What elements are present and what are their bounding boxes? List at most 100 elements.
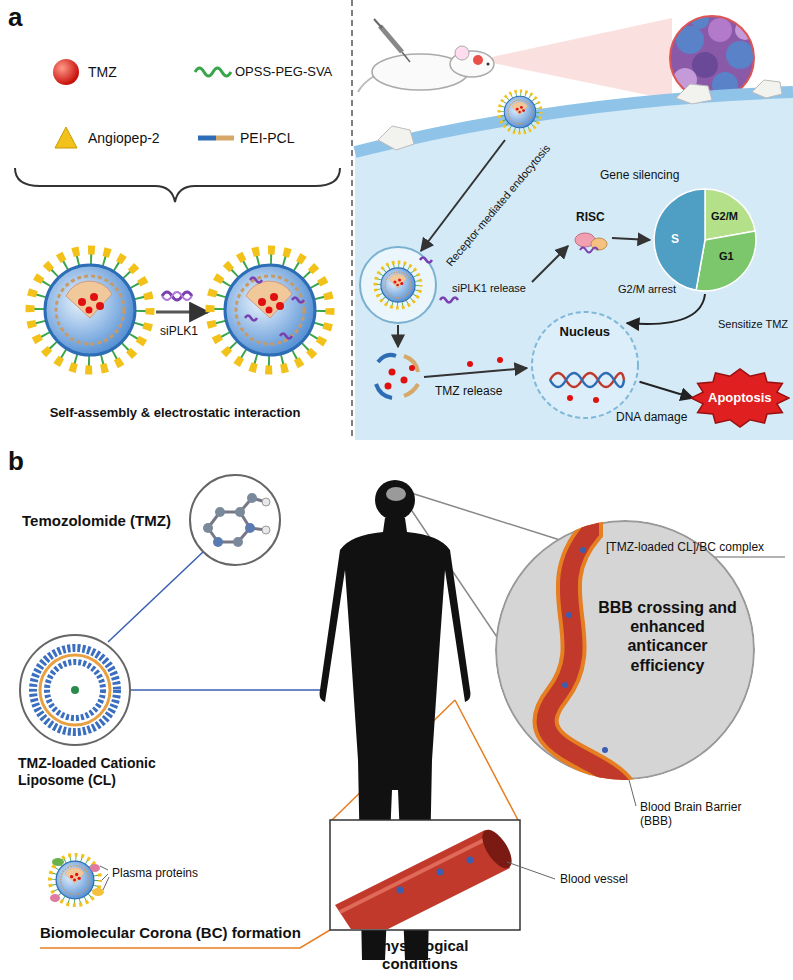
sirna-release: [532, 246, 568, 282]
panel-letter: b: [8, 446, 24, 477]
connector-lines: [455, 700, 518, 820]
panel-divider: [351, 0, 353, 440]
assembly-arrow: [162, 292, 192, 300]
connector-lines: [108, 552, 203, 642]
cell: [355, 80, 793, 440]
callout-label: Blood vessel: [560, 872, 628, 886]
cell: [355, 92, 793, 440]
disassembled-nanoparticle: [376, 355, 527, 398]
tumor: [670, 16, 754, 100]
cell: [378, 126, 414, 150]
blood-vessel-inset: [477, 825, 518, 873]
molecule-circle: [245, 523, 255, 533]
assembly-arrow: [156, 292, 208, 312]
sirna-release: [420, 258, 432, 263]
legend-samples: [55, 127, 77, 148]
blood-vessel-inset: [340, 837, 490, 912]
corona-nanoparticle: [50, 894, 60, 902]
risc-complex: [580, 248, 598, 253]
disassembled-nanoparticle: [385, 383, 392, 390]
apoptosis-burst: Apoptosis: [690, 368, 790, 428]
sirna-nanoparticle: [210, 250, 330, 370]
cell: [676, 84, 712, 104]
cell: [752, 80, 782, 98]
endosome: [375, 262, 421, 308]
complex-label: RISC: [576, 210, 605, 224]
nanoparticle: [30, 250, 150, 370]
phase-label: G2/M: [711, 210, 738, 223]
tumor: [670, 11, 755, 100]
bbb-circle: BBB crossing and enhanced anticancer eff…: [495, 520, 755, 780]
edge-label: Sensitize TMZ: [716, 318, 790, 331]
panel-divider: [352, 0, 353, 440]
disassembled-nanoparticle: [378, 355, 396, 362]
assembly-arrow: [156, 311, 208, 314]
endosome: [360, 247, 436, 323]
liposome-label: TMZ-loaded Cationic Liposome (CL): [18, 755, 193, 789]
mouse: [380, 26, 402, 52]
disassembled-nanoparticle: [424, 368, 527, 377]
cell-cycle-circle-shape: [654, 189, 705, 290]
bbb-circle-shape: [602, 747, 608, 753]
connector-lines: [40, 492, 590, 948]
corona-nanoparticle: [50, 855, 109, 905]
blood-vessel-inset: [330, 820, 555, 943]
cell-cycle-circle-shape: [653, 188, 757, 292]
legend-samples: [195, 68, 231, 76]
legend-text: OPSS-PEG-SVA: [235, 64, 332, 80]
panel-letter: a: [8, 2, 22, 33]
curly-brace: [15, 168, 340, 202]
molecule-circle: [262, 526, 270, 534]
corona-nanoparticle: [50, 855, 100, 905]
liposome: [40, 655, 110, 725]
blood-vessel-inset: [397, 887, 404, 894]
caption-text: Self-assembly & electrostatic interactio…: [15, 405, 335, 421]
bbb-circle-shape: [566, 612, 572, 618]
molecule-circle: [190, 475, 280, 565]
tumor: [726, 41, 754, 69]
sirna-nanoparticle: [210, 250, 330, 370]
bbb-circle-shape: [546, 520, 625, 780]
tumor: [708, 18, 732, 42]
blood-vessel-inset: [335, 825, 517, 929]
corona-nanoparticle: [90, 864, 100, 872]
node-title: BBB crossing and enhanced anticancer eff…: [595, 598, 740, 675]
bbb-circle-shape: [562, 682, 568, 688]
risc-complex: [575, 233, 650, 253]
molecule-circle: [247, 493, 257, 503]
corona-nanoparticle: [102, 874, 108, 880]
flow-arrow: [627, 294, 705, 324]
process-label: G2/M arrest: [618, 283, 676, 296]
sirna-nanoparticle: [292, 298, 304, 303]
molecule-circle: [235, 507, 245, 517]
tumor: [673, 11, 755, 98]
legend-samples: [53, 59, 79, 85]
node-title: Nucleus: [560, 324, 611, 340]
assembly-arrow: [162, 292, 192, 300]
apoptosis-burst-shape: [691, 369, 789, 427]
tumor: [735, 20, 755, 40]
endosome: [397, 325, 399, 347]
legend-samples: [198, 136, 216, 141]
corona-nanoparticle: [103, 877, 109, 890]
cell-cycle-circle: G2/MG1S: [653, 188, 757, 292]
human-silhouette: [386, 487, 406, 501]
endosome: [360, 247, 436, 347]
legend-text: TMZ: [88, 64, 117, 81]
process-label: siPLK1 release: [452, 282, 526, 295]
section-label: Physiological conditions: [335, 937, 505, 973]
blood-vessel-inset: [507, 862, 555, 879]
disassembled-nanoparticle: [467, 361, 473, 367]
docking-nanoparticle: [499, 91, 541, 133]
bbb-circle-shape: [495, 520, 755, 780]
molecule-circle: [190, 475, 280, 565]
callout-label: [TMZ-loaded CL]/BC complex: [606, 540, 764, 554]
molecule-circle: [203, 523, 213, 533]
mouse: [358, 19, 494, 92]
endocytosis-arrow: [421, 140, 505, 251]
liposome: [20, 635, 130, 745]
connector-lines: [408, 492, 560, 540]
